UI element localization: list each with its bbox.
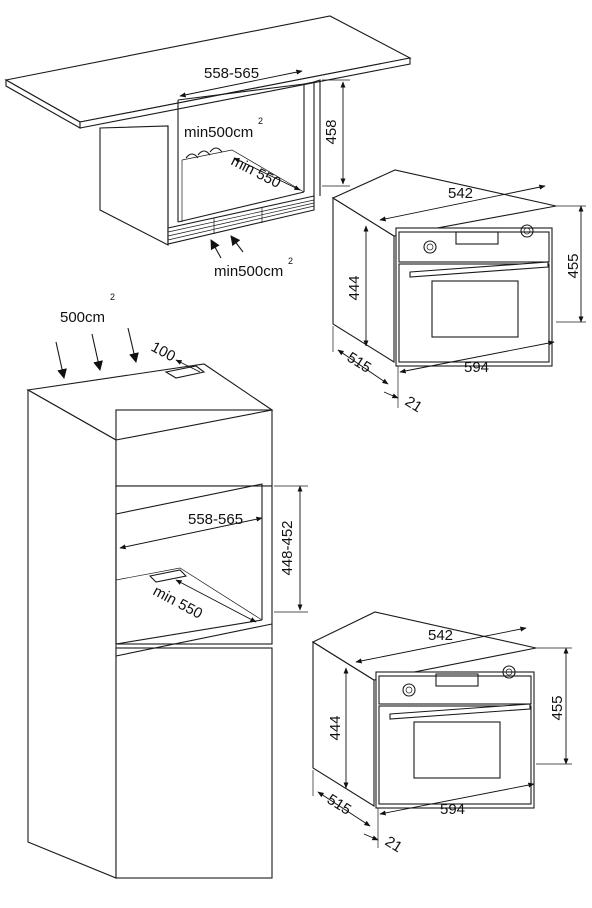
vent-arrow-top-1: [55, 341, 67, 379]
top-depth-label: min 550: [228, 152, 283, 191]
column-lower-door: [115, 647, 273, 879]
top-height-label: 458: [323, 119, 340, 144]
oven-bottom-height-inner: 444: [327, 715, 344, 740]
oven-top-panel-depth: 21: [402, 393, 425, 416]
column-vent-sup: 2: [110, 292, 115, 302]
column-cabinet-drawing: 500cm 2 100 558-565 448-452 min 550: [26, 292, 308, 879]
knob-right-icon: [520, 224, 534, 238]
oven-top-depth: 515: [344, 349, 374, 377]
oven-top-front-width: 594: [464, 359, 489, 376]
oven-bottom-handle: [389, 703, 531, 720]
oven-bottom-window: [413, 721, 501, 779]
top-width-label: 558-565: [204, 65, 259, 82]
oven-top-height-inner: 444: [346, 275, 363, 300]
cabinet-side: [99, 125, 169, 246]
top-cabinet-drawing: 558-565 min500cm 2 min 550 458 min500cm …: [4, 15, 412, 280]
oven-bottom-width-inner: 542: [428, 627, 453, 644]
oven-window: [431, 280, 519, 338]
oven-top-width-inner: 542: [448, 185, 473, 202]
oven-bottom-front: [375, 671, 535, 809]
vent-arrow-bottom-left: [210, 239, 222, 259]
column-width-label: 558-565: [188, 511, 243, 528]
oven-top-drawing: 542 444 455 515 594 21: [331, 169, 586, 416]
column-gap-label: 100: [148, 339, 178, 366]
oven-bottom-depth: 515: [324, 791, 354, 819]
oven-bottom-height-outer: 455: [549, 695, 566, 720]
oven-handle: [409, 261, 549, 278]
oven-bottom-panel-depth: 21: [382, 833, 405, 856]
oven-top-front: [395, 227, 553, 367]
column-side: [27, 389, 117, 879]
knob-left-bottom-icon: [402, 683, 416, 697]
column-vent-label: 500cm: [60, 309, 105, 326]
airflow-curl: [185, 153, 199, 159]
vent-arrow-bottom-right: [230, 235, 244, 253]
vent-arrow-top-3: [127, 327, 139, 363]
column-height-label: 448-452: [279, 520, 296, 575]
top-vent-bottom-sup: 2: [288, 256, 293, 266]
column-niche-vent: [148, 569, 188, 583]
column-upper-door: [115, 409, 273, 487]
vent-arrow-top-2: [91, 333, 103, 371]
top-vent-inner-sup: 2: [258, 116, 263, 126]
top-vent-bottom-label: min500cm: [214, 263, 283, 280]
top-vent-inner-label: min500cm: [184, 124, 253, 141]
display-panel-bottom: [435, 673, 479, 687]
oven-top-height-outer: 455: [565, 253, 582, 278]
plinth-grille: [167, 195, 315, 245]
knob-left-icon: [423, 240, 437, 254]
oven-bottom-drawing: 542 444 455 515 594 21: [311, 611, 572, 856]
knob-right-bottom-icon: [502, 665, 516, 679]
display-panel: [455, 231, 499, 245]
oven-bottom-front-width: 594: [440, 801, 465, 818]
